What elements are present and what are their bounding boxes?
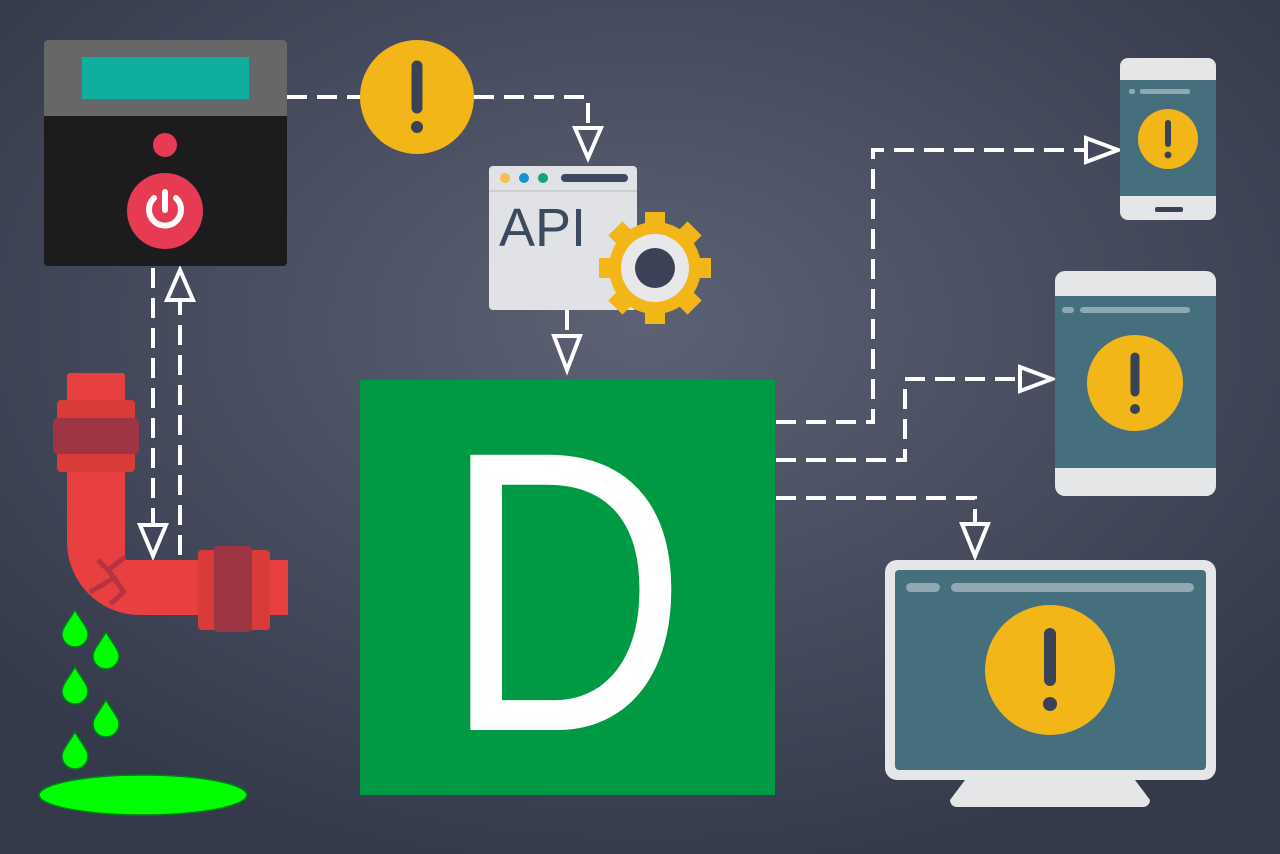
brand-logo: D xyxy=(360,368,775,815)
connector-to-monitor xyxy=(776,496,977,522)
connectors xyxy=(136,95,1124,562)
arrow-up-icon xyxy=(163,264,197,302)
device-display xyxy=(82,57,249,99)
drop-icon xyxy=(61,608,89,648)
arrow-down-icon xyxy=(551,334,583,376)
arrow-right-icon xyxy=(1084,135,1124,165)
connector-to-tablet xyxy=(776,377,1018,462)
api-label: API xyxy=(499,198,586,258)
leaking-pipe xyxy=(53,373,288,632)
power-icon xyxy=(146,189,184,229)
crack-icon xyxy=(88,555,127,606)
gear-icon xyxy=(599,212,711,324)
warning-icon xyxy=(1138,109,1198,169)
brand-letter: D xyxy=(443,368,688,815)
monitor-device xyxy=(885,560,1216,807)
drop-icon xyxy=(92,698,120,738)
arrow-down-icon xyxy=(136,523,170,562)
status-led xyxy=(153,133,177,157)
drop-icon xyxy=(61,665,89,705)
phone-device xyxy=(1120,58,1216,220)
arrow-down-icon xyxy=(571,126,605,164)
arrow-right-icon xyxy=(1018,364,1058,394)
arrow-down-icon xyxy=(959,522,991,562)
warning-icon xyxy=(1087,335,1183,431)
warning-icon xyxy=(985,605,1115,735)
sensor-device xyxy=(44,40,287,266)
drop-icon xyxy=(92,630,120,670)
warning-icon xyxy=(360,40,474,154)
drop-icon xyxy=(61,730,89,770)
connector-to-phone xyxy=(776,148,1085,424)
power-button[interactable] xyxy=(127,173,203,249)
connector-alert-to-api xyxy=(474,95,590,128)
leak-drops xyxy=(38,608,248,816)
leak-puddle xyxy=(38,774,248,816)
tablet-device xyxy=(1055,271,1216,496)
